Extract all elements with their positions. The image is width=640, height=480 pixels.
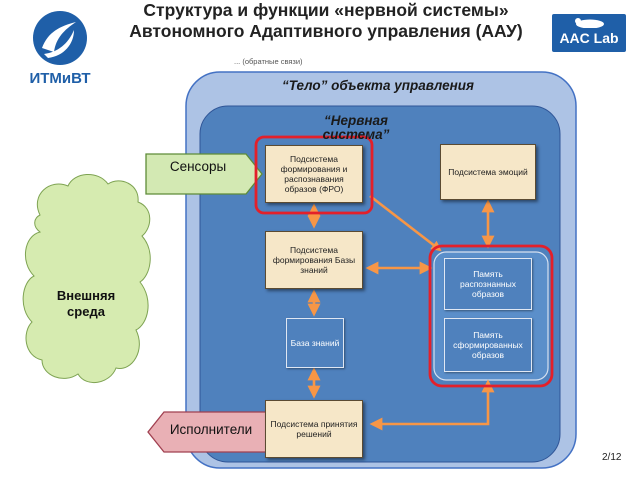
- environment-cloud: [22, 174, 151, 383]
- itmivt-logo: ИТМиВТ: [14, 8, 106, 90]
- aac-lab-logo-text: AAC Lab: [559, 30, 619, 46]
- itmivt-emblem-icon: [33, 11, 87, 65]
- slide-title: Структура и функции «нервной системы» Ав…: [129, 0, 523, 41]
- executors-label: Исполнители: [169, 422, 253, 437]
- sensor-arrow-shape: [145, 153, 263, 195]
- formed-memory-box: Память сформированных образов: [444, 318, 532, 372]
- kb-formation-subsystem-box: Подсистема формирования Базы знаний: [265, 231, 363, 289]
- knowledge-base-box: База знаний: [286, 318, 344, 368]
- page-number: 2/12: [602, 452, 622, 463]
- executor-arrow-shape: [147, 411, 269, 453]
- recognized-memory-box: Память распознанных образов: [444, 258, 532, 310]
- feedback-note: ... (обратные связи): [234, 57, 303, 66]
- aac-lab-logo: AAC Lab: [552, 14, 626, 52]
- highlight-memory: [428, 244, 554, 388]
- emotions-subsystem-box: Подсистема эмоций: [440, 144, 536, 200]
- aac-lab-hippo-icon: [575, 18, 604, 28]
- itmivt-logo-text: ИТМиВТ: [29, 70, 91, 87]
- fro-subsystem-box: Подсистема формирования и распознавания …: [265, 145, 363, 203]
- highlight-fro: [254, 135, 374, 215]
- decision-subsystem-box: Подсистема принятия решений: [265, 400, 363, 458]
- body-label: “Тело” объекта управления: [282, 78, 474, 93]
- sensors-label: Сенсоры: [169, 159, 227, 174]
- nervous-system-label: “Нервная система”: [322, 113, 390, 142]
- environment-label: Внешняя среда: [56, 288, 116, 319]
